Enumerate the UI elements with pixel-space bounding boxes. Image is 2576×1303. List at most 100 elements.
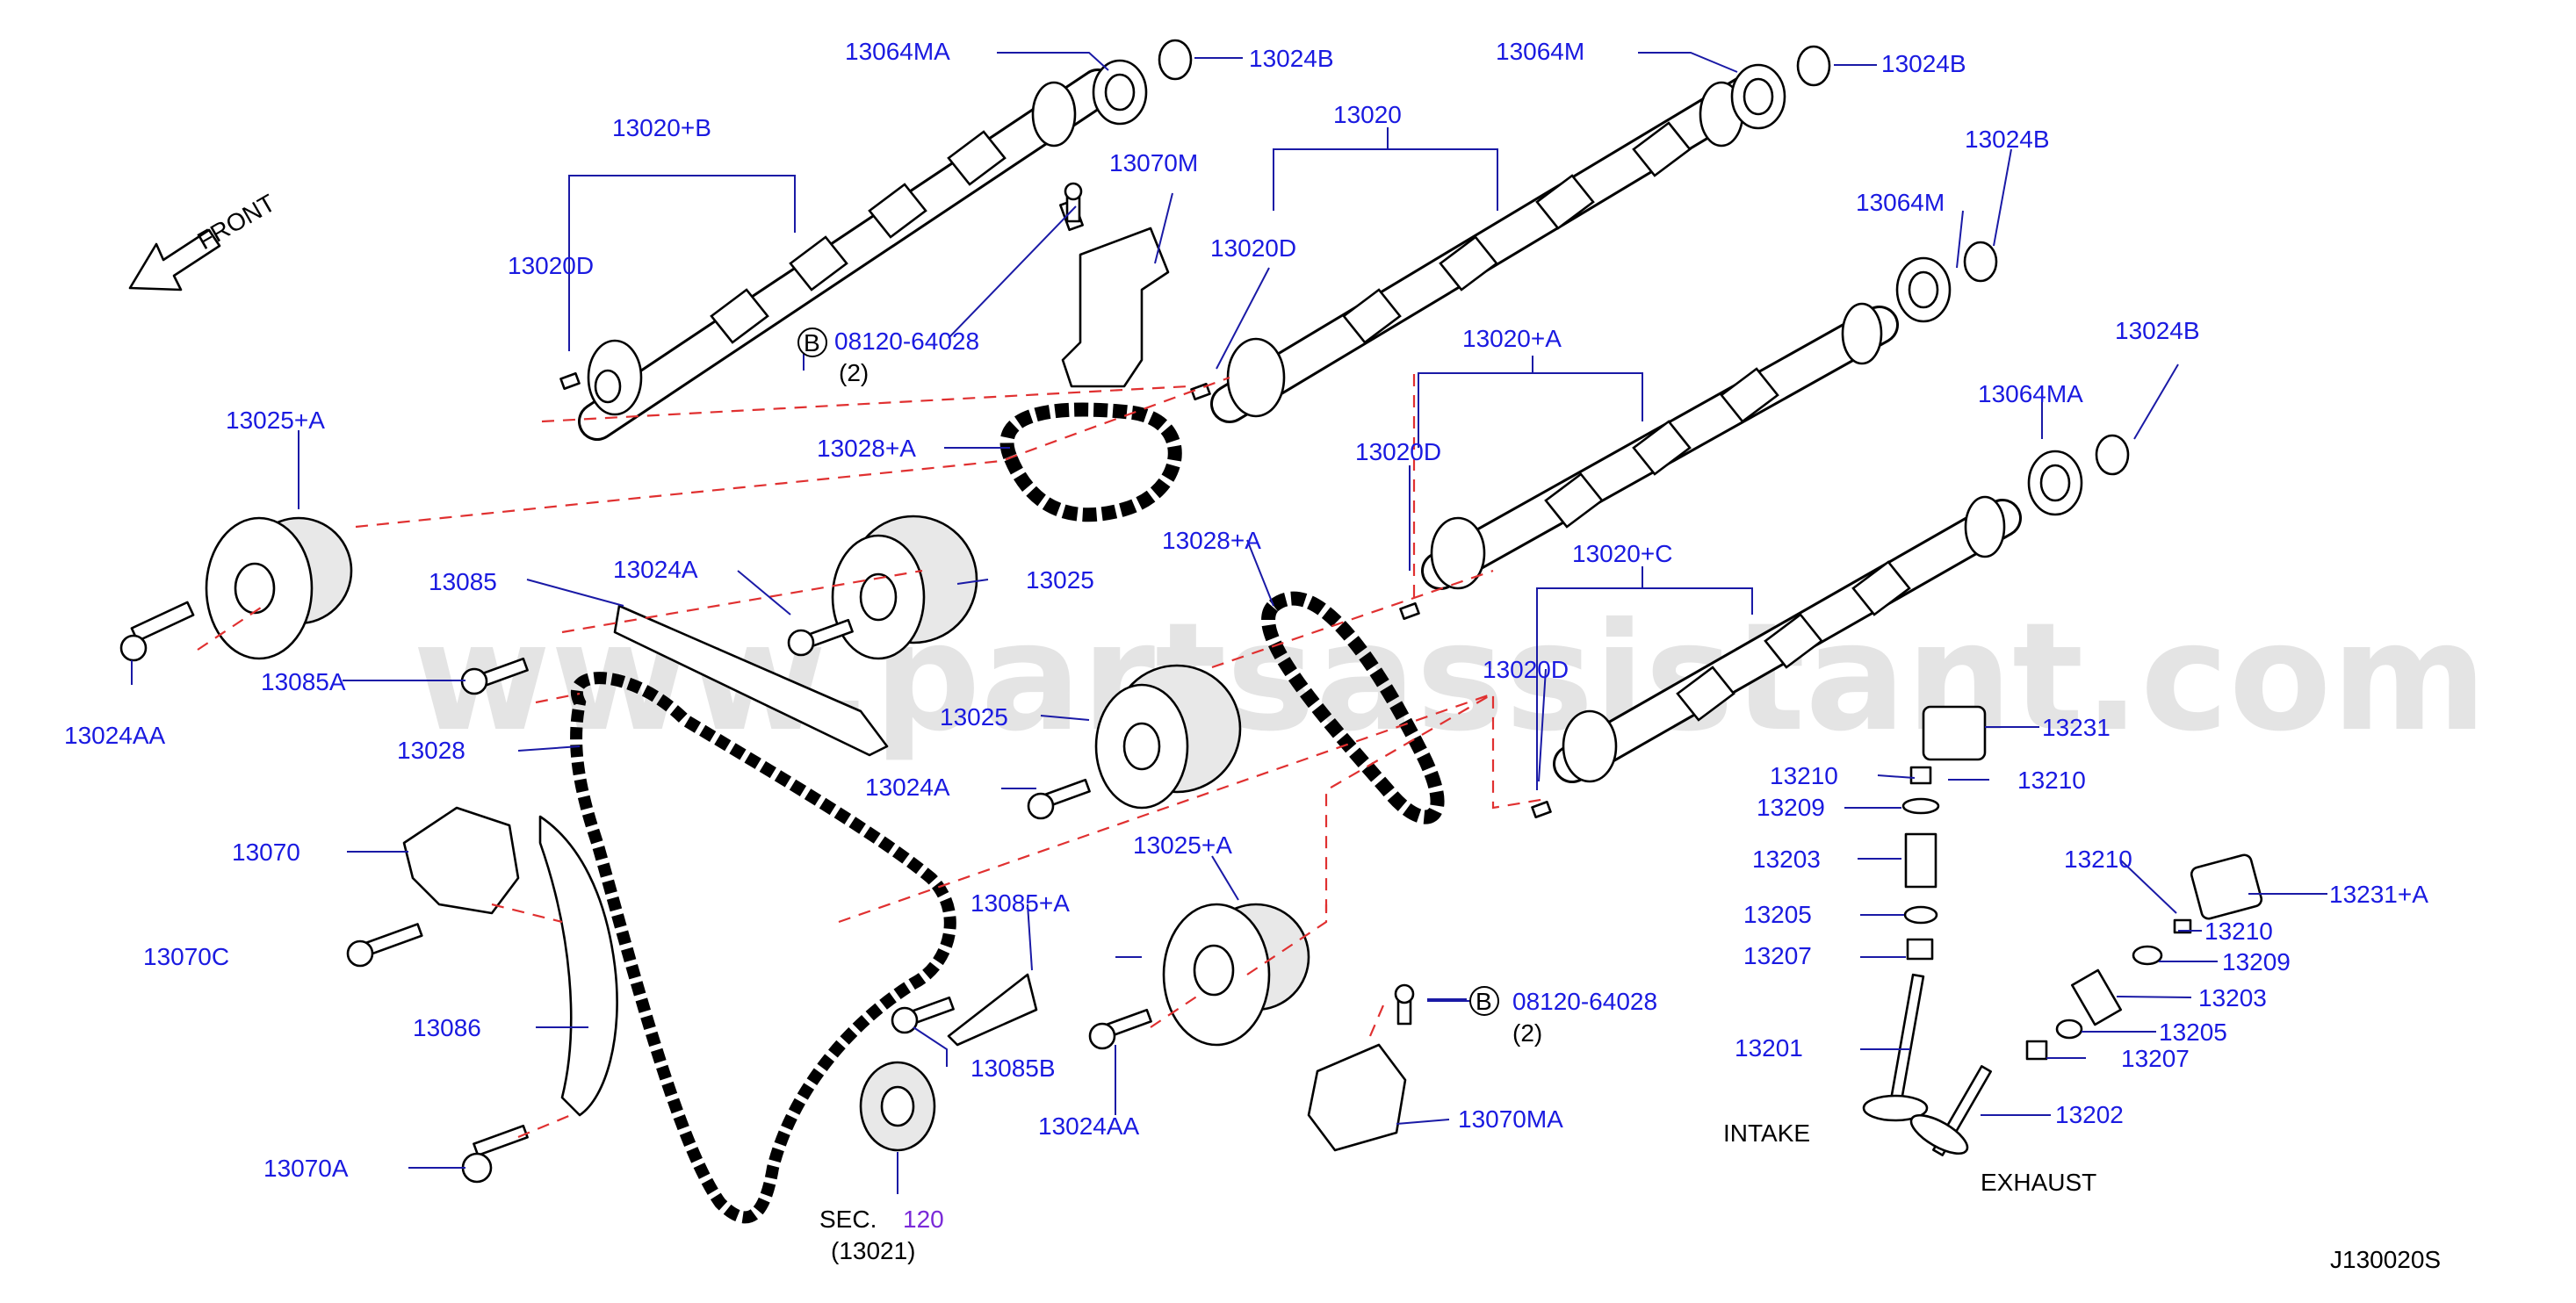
label-13024b-3: 13024B — [1965, 126, 2050, 153]
label-13024b-2: 13024B — [1881, 50, 1966, 77]
plug-13024b-3 — [1963, 241, 1998, 283]
dashed-line-10 — [491, 903, 563, 924]
primary-timing-chain — [570, 672, 956, 1224]
label-13210-3: 13210 — [2064, 846, 2132, 873]
tensioner-13070ma — [1307, 1043, 1407, 1152]
dashed-line-14 — [1150, 991, 1204, 1028]
camshaft-13020 — [1210, 68, 1776, 423]
label-13207-1: 13207 — [1743, 942, 1812, 969]
label-13085: 13085 — [429, 568, 497, 595]
label-13020-b: 13020+B — [612, 114, 711, 141]
camshaft-13020-a — [1421, 302, 1899, 590]
seal-13064m-top — [1730, 63, 1786, 130]
bolt-13024aa-left — [119, 601, 195, 662]
label-13209-2: 13209 — [2222, 948, 2291, 975]
seal-13207-exhaust — [2025, 1040, 2048, 1061]
label-13020d-2: 13020D — [508, 252, 594, 279]
label-08120-top: 08120-64028 — [834, 328, 979, 355]
spring-13203-intake — [1904, 832, 1937, 889]
crank-sprocket-13021 — [859, 1061, 936, 1152]
label-13210-4: 13210 — [2204, 918, 2273, 945]
dashed-line-13 — [517, 1113, 572, 1139]
label-13210-1: 13210 — [1770, 762, 1838, 789]
label-13025-mid: 13025 — [940, 703, 1008, 731]
front-label: FRONT — [193, 189, 280, 255]
lifter-13231-a — [2190, 853, 2263, 920]
retainer-13209-intake — [1901, 797, 1940, 815]
label-13205-2: 13205 — [2159, 1019, 2227, 1046]
label-13203-1: 13203 — [1752, 846, 1821, 873]
diagram-code: J130020S — [2330, 1246, 2441, 1273]
tensioner-13070 — [402, 806, 520, 915]
sec-number-link[interactable]: 120 — [903, 1206, 944, 1233]
tension-guide-13086 — [538, 815, 618, 1117]
dashed-line-2 — [355, 376, 1230, 529]
label-13070m: 13070M — [1109, 149, 1198, 176]
label-13064ma-top: 13064MA — [845, 38, 950, 65]
seat-13205-exhaust — [2055, 1019, 2083, 1040]
bolt-marker-top-label: B — [804, 329, 820, 356]
seal-13064ma-top — [1092, 59, 1148, 126]
label-13070ma: 13070MA — [1458, 1105, 1563, 1133]
label-13025-a-left: 13025+A — [226, 407, 325, 434]
plug-13024b-2 — [1796, 45, 1831, 87]
label-13020: 13020 — [1333, 101, 1402, 128]
sec-prefix-label: SEC. — [819, 1206, 877, 1233]
secondary-chain-top — [999, 402, 1182, 522]
label-13028: 13028 — [397, 737, 465, 764]
exhaust-label: EXHAUST — [1981, 1169, 2096, 1196]
chain-guide-13085 — [613, 604, 889, 757]
label-13201: 13201 — [1735, 1034, 1803, 1062]
label-13231: 13231 — [2042, 714, 2111, 741]
bolt-13085a — [460, 657, 529, 695]
bolt-marker-bottom-icon — [1469, 986, 1499, 1016]
bolt-13085b — [891, 996, 955, 1034]
sprocket-13025-a-bottom — [1162, 903, 1310, 1047]
label-13024a-mid: 13024A — [865, 774, 950, 801]
bolt-13024a-mid — [1027, 778, 1091, 820]
bolt-marker-bottom-label: B — [1476, 988, 1492, 1015]
leader-lines — [131, 52, 2327, 1194]
label-13024aa-left: 13024AA — [64, 722, 166, 749]
label-13086: 13086 — [413, 1014, 481, 1041]
bolt-13070c — [346, 923, 423, 968]
sec-part-label: (13021) — [831, 1237, 916, 1264]
label-13207-2: 13207 — [2121, 1045, 2190, 1072]
cotter-13210-exhaust — [2173, 918, 2192, 934]
label-13209-1: 13209 — [1757, 794, 1825, 821]
label-08120-bottom-qty: (2) — [1512, 1019, 1542, 1047]
seat-13205-intake — [1903, 905, 1938, 925]
label-13070: 13070 — [232, 839, 300, 866]
valve-exhaust-13202 — [1909, 1065, 1992, 1156]
intake-label: INTAKE — [1723, 1119, 1810, 1147]
label-13085b: 13085B — [971, 1055, 1056, 1082]
spring-13203-exhaust — [2070, 968, 2123, 1026]
label-13085a: 13085A — [261, 668, 346, 695]
valve-intake-13201 — [1862, 973, 1929, 1122]
label-08120-top-qty: (2) — [839, 359, 869, 386]
label-13070a: 13070A — [263, 1155, 349, 1182]
label-13020d-1: 13020D — [1210, 234, 1296, 262]
label-13020-a: 13020+A — [1462, 325, 1562, 352]
dowel-pin-3 — [1399, 601, 1420, 621]
label-13020-c: 13020+C — [1572, 540, 1672, 567]
dashed-line-5 — [1211, 569, 1494, 669]
front-arrow-icon — [128, 228, 221, 292]
label-13085-a-plus: 13085+A — [971, 889, 1070, 917]
dowel-pin-1 — [559, 371, 581, 391]
label-13020d-3: 13020D — [1355, 438, 1441, 465]
dashed-line-8 — [1246, 693, 1494, 975]
label-13028-a-top: 13028+A — [817, 435, 916, 462]
seal-13207-intake — [1906, 938, 1934, 961]
dashed-line-1 — [541, 385, 1189, 423]
label-13064m-right: 13064M — [1856, 189, 1945, 216]
label-13203-2: 13203 — [2198, 984, 2267, 1011]
bolt-marker-top-icon — [797, 328, 827, 357]
label-13024a-top: 13024A — [613, 556, 698, 583]
bolt-13024a-top — [787, 618, 854, 657]
label-08120-bottom: 08120-64028 — [1512, 988, 1657, 1015]
dashed-line-9 — [197, 605, 264, 651]
label-13210-2: 13210 — [2017, 767, 2086, 794]
label-13202: 13202 — [2055, 1101, 2124, 1128]
bolt-13070a — [461, 1124, 529, 1184]
